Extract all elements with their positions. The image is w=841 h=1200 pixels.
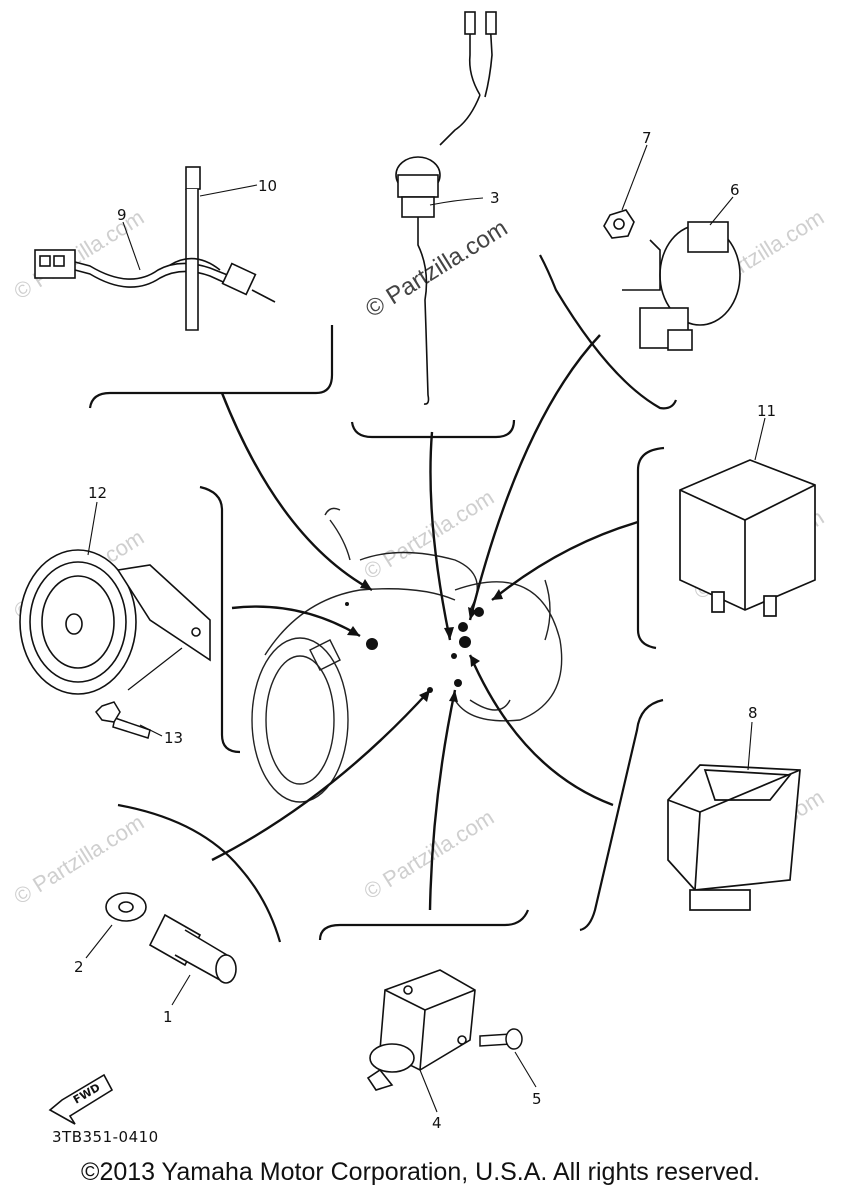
watermark-center: © Partzilla.com <box>361 214 512 323</box>
part-4-switch-unit <box>366 969 476 1091</box>
part-3-switch-lead <box>395 11 497 405</box>
callout-11: 11 <box>757 402 776 420</box>
callout-3: 3 <box>490 189 500 207</box>
part-10-cable-tie <box>169 166 221 331</box>
leader-arrowheads <box>347 579 503 702</box>
copyright-notice: ©2013 Yamaha Motor Corporation, U.S.A. A… <box>81 1158 760 1186</box>
part-11-relay-box <box>679 459 816 617</box>
callout-1: 1 <box>163 1008 173 1026</box>
location-markers <box>345 602 484 693</box>
part-5-screw <box>479 1028 523 1050</box>
callout-10: 10 <box>258 177 277 195</box>
diagram-code: 3TB351-0410 <box>52 1128 159 1146</box>
part-8-relay <box>667 764 801 911</box>
watermark: © Partzilla.com <box>359 804 498 904</box>
group-brackets <box>88 254 678 943</box>
callout-12: 12 <box>88 484 107 502</box>
watermark: © Partzilla.com <box>9 204 148 304</box>
part-6-relay <box>622 221 741 351</box>
fwd-arrow: FWD <box>48 1073 114 1125</box>
part-13-bolt <box>95 647 183 739</box>
callout-13: 13 <box>164 729 183 747</box>
part-7-nut <box>603 209 635 239</box>
motorcycle-outline <box>251 507 563 803</box>
part-1-switch <box>148 913 237 984</box>
callout-leaders <box>85 144 766 1113</box>
part-12-horn <box>19 549 211 695</box>
watermark: © Partzilla.com <box>359 484 498 584</box>
part-9-lead-switch <box>34 249 276 303</box>
callout-2: 2 <box>74 958 84 976</box>
callout-9: 9 <box>117 206 127 224</box>
callout-6: 6 <box>730 181 740 199</box>
leader-lines <box>211 334 639 911</box>
callout-4: 4 <box>432 1114 442 1132</box>
callout-5: 5 <box>532 1090 542 1108</box>
part-2-washer <box>105 892 147 922</box>
callout-numbers: 1 2 3 4 5 6 7 8 9 10 11 12 13 <box>74 129 776 1132</box>
callout-8: 8 <box>748 704 758 722</box>
callout-7: 7 <box>642 129 652 147</box>
